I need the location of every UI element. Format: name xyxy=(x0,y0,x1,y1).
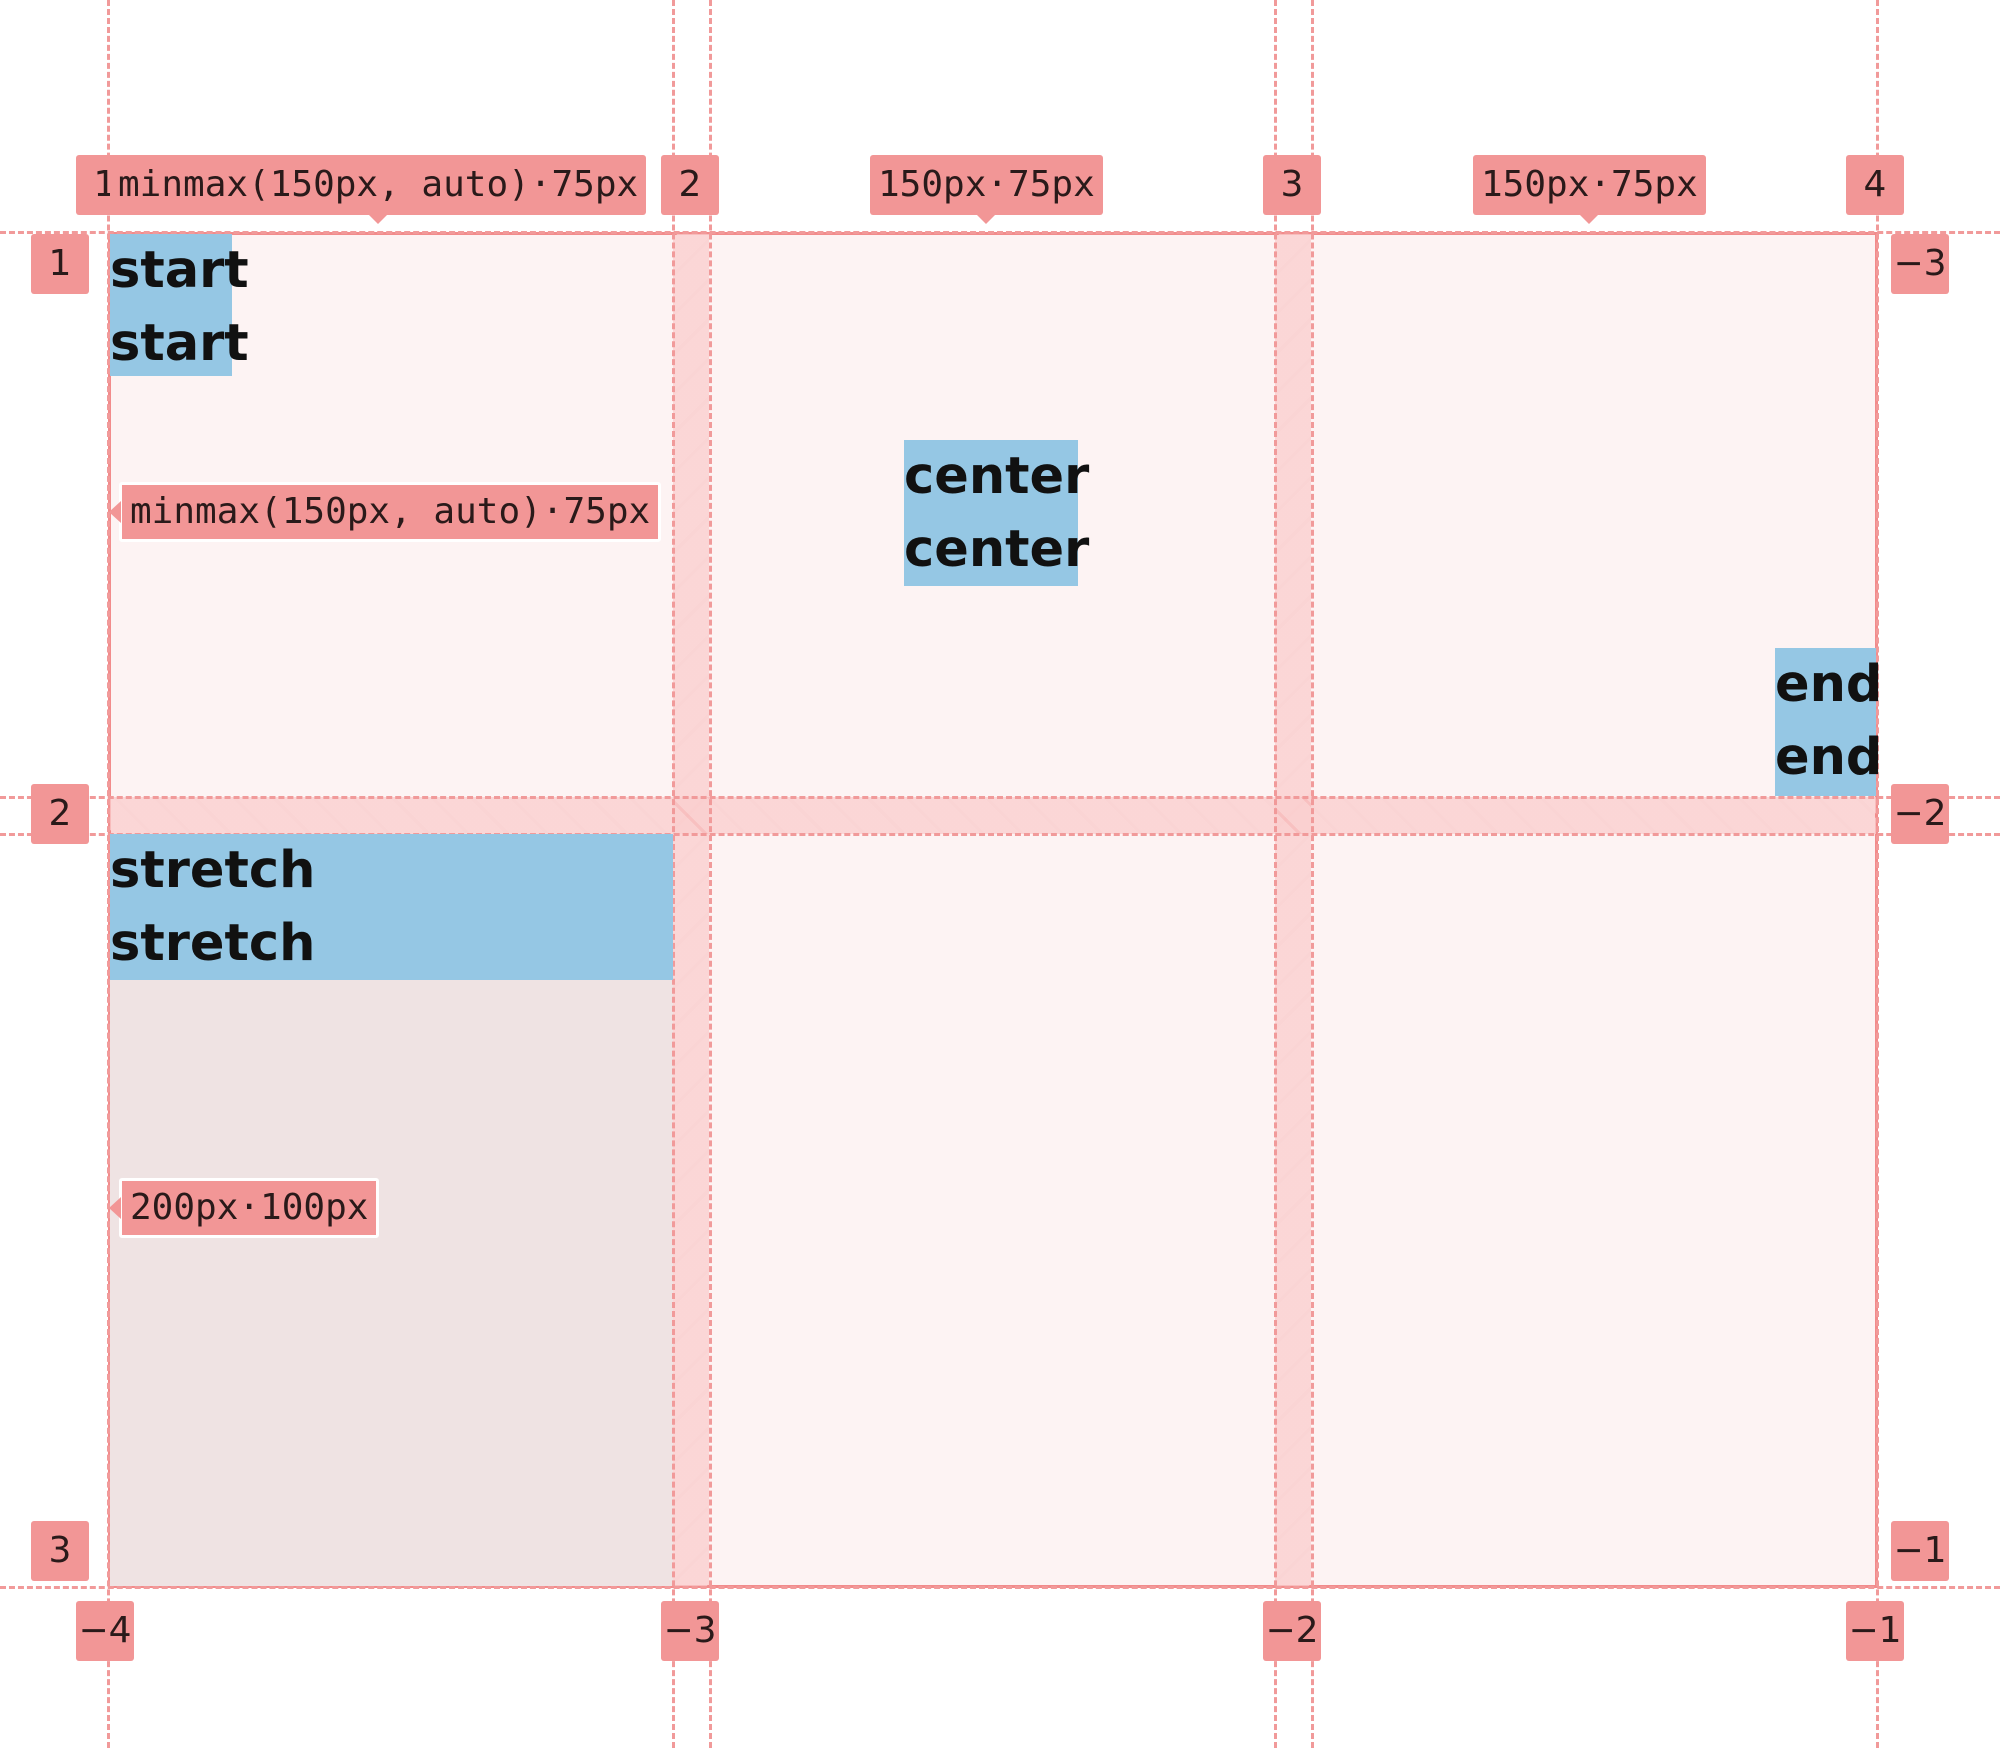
column-line-2-end xyxy=(709,0,712,1748)
column-size-label: 150px·75px xyxy=(870,155,1103,224)
row-size-label: minmax(150px, auto)·75px xyxy=(108,482,662,542)
column-line-4 xyxy=(1876,0,1879,1748)
column-size-label: 150px·75px xyxy=(1473,155,1706,224)
column-line-3-end xyxy=(1311,0,1314,1748)
item-text: stretch xyxy=(110,841,316,900)
item-text: center xyxy=(904,447,1090,506)
row-line-label: 2 xyxy=(31,784,89,844)
item-text: start xyxy=(110,241,249,300)
column-line-label: 2 xyxy=(661,155,719,215)
column-line-label-negative: −2 xyxy=(1263,1601,1321,1661)
column-line-label-negative: −4 xyxy=(76,1601,134,1661)
grid-item-start: start start xyxy=(110,234,249,376)
row-line-label-negative: −2 xyxy=(1891,784,1949,844)
item-text: stretch xyxy=(110,914,316,973)
column-gap-2 xyxy=(1275,234,1311,1586)
row-line-1 xyxy=(0,231,2000,234)
item-text: end xyxy=(1775,655,1883,714)
grid-item-stretch: stretch stretch xyxy=(110,834,673,980)
row-size-label: 200px·100px xyxy=(108,1178,380,1238)
grid-item-center: center center xyxy=(904,440,1090,586)
column-line-2-start xyxy=(672,0,675,1748)
row-gap-1 xyxy=(110,797,1876,834)
row-line-label: 1 xyxy=(31,234,89,294)
row-line-2-start xyxy=(0,796,2000,799)
column-line-1 xyxy=(107,0,110,1748)
column-line-label: 3 xyxy=(1263,155,1321,215)
row-line-3 xyxy=(0,1586,2000,1589)
column-line-label-negative: −1 xyxy=(1846,1601,1904,1661)
row-line-label-negative: −3 xyxy=(1891,234,1949,294)
column-line-3-start xyxy=(1274,0,1277,1748)
row-line-label-negative: −1 xyxy=(1891,1521,1949,1581)
grid-item-end: end end xyxy=(1775,648,1883,796)
item-text: start xyxy=(110,314,249,373)
column-line-label: 4 xyxy=(1846,155,1904,215)
row-line-label: 3 xyxy=(31,1521,89,1581)
item-text: end xyxy=(1775,728,1883,787)
row-line-2-end xyxy=(0,833,2000,836)
item-text: center xyxy=(904,520,1090,579)
column-line-label-negative: −3 xyxy=(661,1601,719,1661)
column-gap-1 xyxy=(673,234,709,1586)
column-size-label: minmax(150px, auto)·75px xyxy=(110,155,647,224)
